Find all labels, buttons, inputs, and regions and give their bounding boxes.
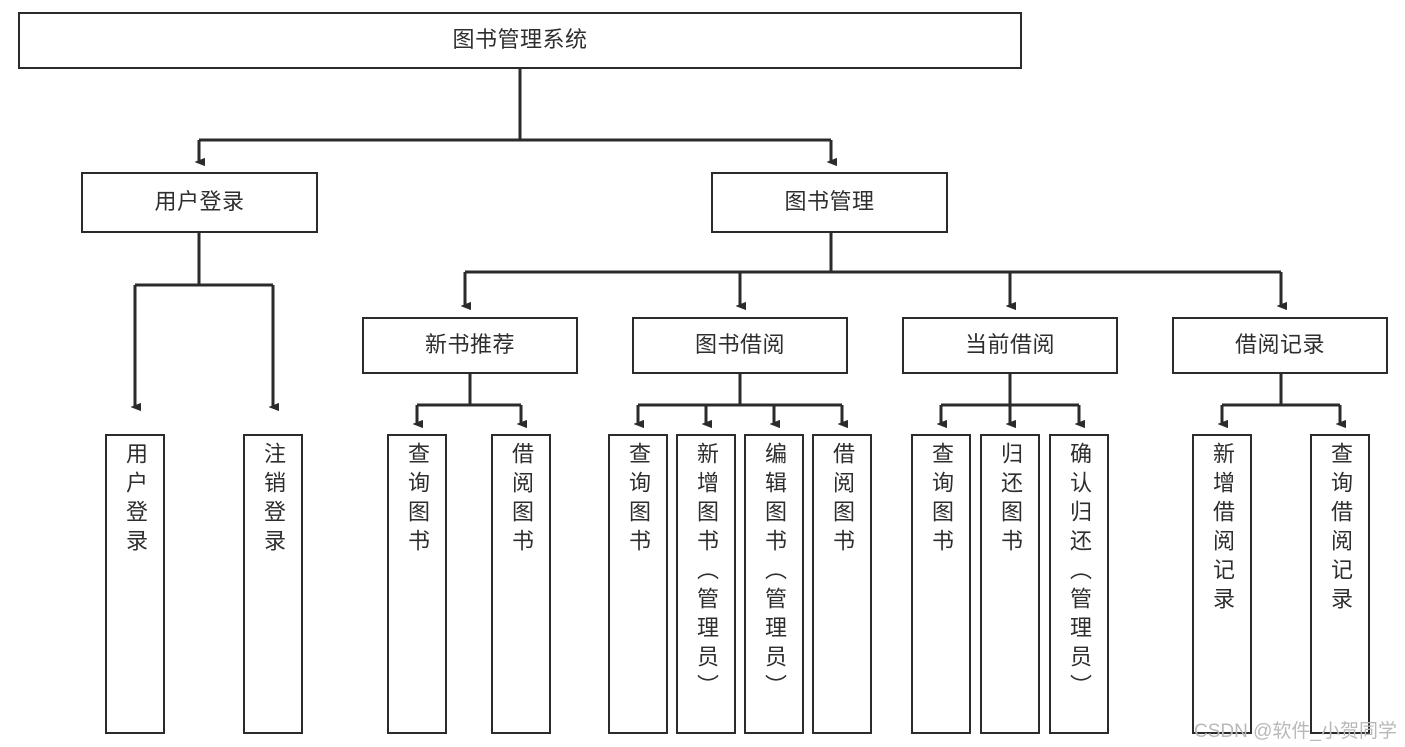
node-root-book-management-system[interactable]: 图书管理系统 <box>18 12 1022 69</box>
node-leaf-user-login-login[interactable]: 用户登录 <box>105 434 165 734</box>
node-label: 编辑图书（管理员） <box>762 442 787 703</box>
node-label: 新书推荐 <box>424 332 515 358</box>
node-leaf-borrow-query-book[interactable]: 查询图书 <box>608 434 668 734</box>
node-label: 查询图书 <box>405 442 430 558</box>
node-label: 借阅图书 <box>830 442 855 558</box>
node-leaf-borrow-edit-book-admin[interactable]: 编辑图书（管理员） <box>744 434 804 734</box>
node-leaf-recommend-borrow-book[interactable]: 借阅图书 <box>491 434 551 734</box>
node-label: 新增图书（管理员） <box>694 442 719 703</box>
node-leaf-borrow-borrow-book[interactable]: 借阅图书 <box>812 434 872 734</box>
node-book-management[interactable]: 图书管理 <box>711 172 948 233</box>
node-current-borrow[interactable]: 当前借阅 <box>902 317 1118 374</box>
node-label: 查询图书 <box>929 442 954 558</box>
node-label: 注销登录 <box>261 442 286 558</box>
node-label: 用户登录 <box>154 189 245 215</box>
node-borrow-record[interactable]: 借阅记录 <box>1172 317 1388 374</box>
node-leaf-record-query-record[interactable]: 查询借阅记录 <box>1310 434 1370 734</box>
node-label: 借阅记录 <box>1234 332 1325 358</box>
node-label: 确认归还（管理员） <box>1067 442 1092 703</box>
node-new-book-recommend[interactable]: 新书推荐 <box>362 317 578 374</box>
node-user-login[interactable]: 用户登录 <box>81 172 318 233</box>
node-leaf-current-return-book[interactable]: 归还图书 <box>980 434 1040 734</box>
node-label: 新增借阅记录 <box>1210 442 1235 616</box>
node-leaf-borrow-add-book-admin[interactable]: 新增图书（管理员） <box>676 434 736 734</box>
node-label: 图书管理 <box>784 189 875 215</box>
node-book-borrow[interactable]: 图书借阅 <box>632 317 848 374</box>
node-leaf-current-query-book[interactable]: 查询图书 <box>911 434 971 734</box>
node-leaf-recommend-query-book[interactable]: 查询图书 <box>387 434 447 734</box>
node-label: 查询图书 <box>626 442 651 558</box>
node-leaf-user-login-logout[interactable]: 注销登录 <box>243 434 303 734</box>
node-label: 查询借阅记录 <box>1328 442 1353 616</box>
node-label: 图书借阅 <box>694 332 785 358</box>
node-label: 归还图书 <box>998 442 1023 558</box>
node-leaf-current-confirm-return-admin[interactable]: 确认归还（管理员） <box>1049 434 1109 734</box>
node-label: 图书管理系统 <box>452 27 588 53</box>
node-label: 借阅图书 <box>509 442 534 558</box>
node-label: 当前借阅 <box>964 332 1055 358</box>
node-leaf-record-add-record[interactable]: 新增借阅记录 <box>1192 434 1252 734</box>
node-label: 用户登录 <box>123 442 148 558</box>
